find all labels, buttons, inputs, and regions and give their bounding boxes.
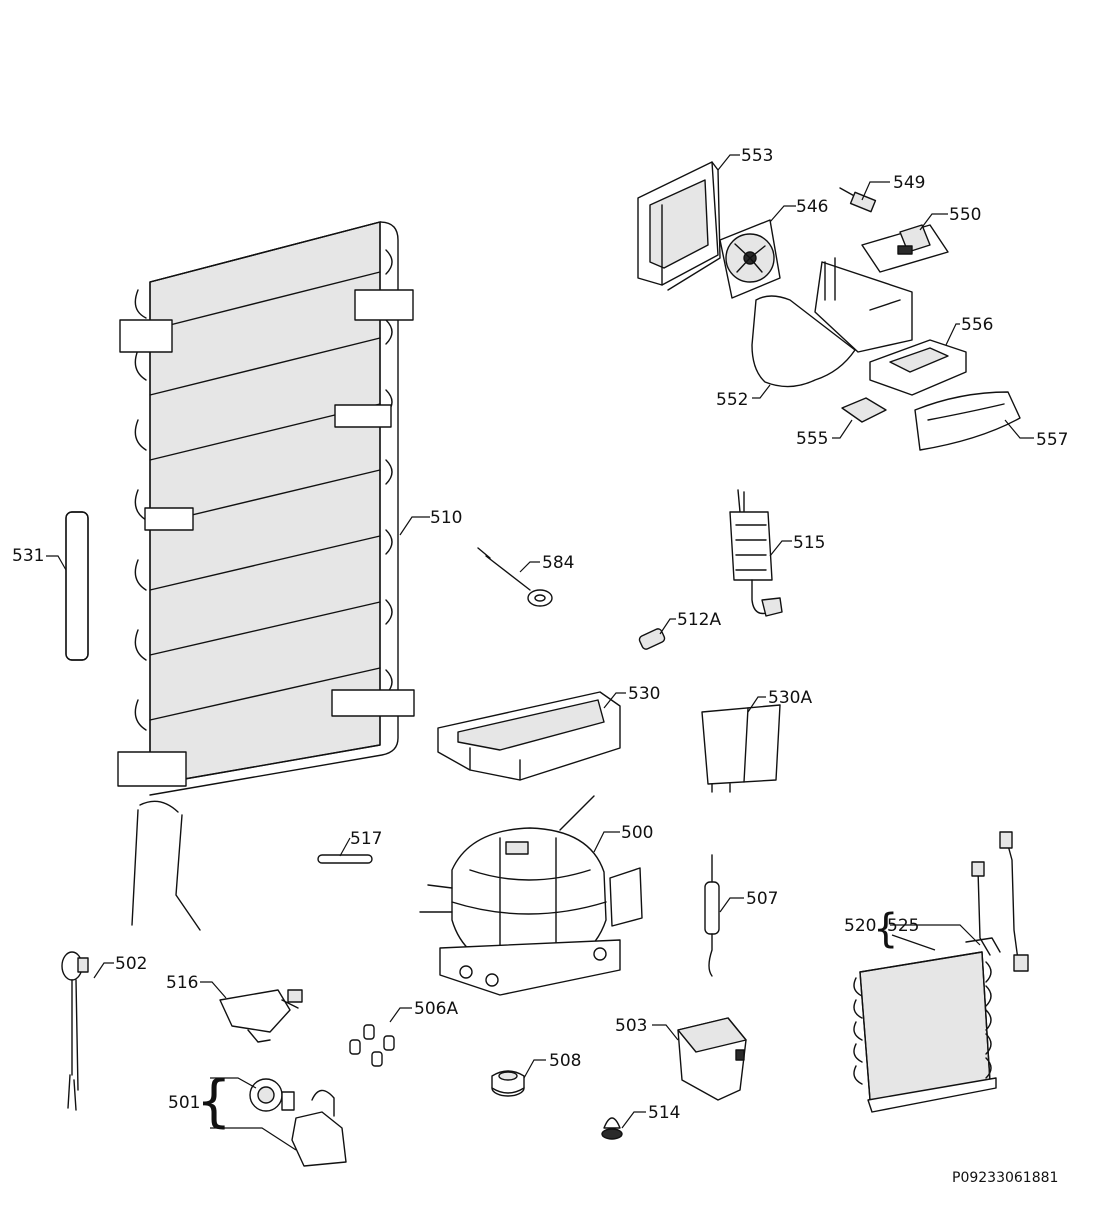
bushings-506a (349, 1024, 395, 1067)
filter-pad-555 (841, 397, 887, 423)
bracket-516 (219, 989, 303, 1043)
document-id: P09233061881 (952, 1170, 1058, 1186)
label-516: 516 (166, 973, 198, 993)
tray-530a (701, 704, 781, 793)
starter-relay-501 (249, 1078, 347, 1167)
label-530a: 530A (768, 688, 812, 708)
compressor-500 (419, 795, 643, 996)
label-508: 508 (549, 1051, 581, 1071)
label-502: 502 (115, 954, 147, 974)
brace-501: { (196, 1069, 232, 1134)
leader-lines (46, 154, 1034, 1151)
label-501: 501 (168, 1093, 200, 1113)
wiring-harness-525 (965, 831, 1029, 972)
fan-546 (719, 219, 781, 299)
condenser-510 (117, 221, 415, 931)
tube-spring-531 (65, 511, 89, 661)
label-525: 525 (887, 916, 919, 936)
label-557: 557 (1036, 430, 1068, 450)
relay-cover-503 (677, 1017, 747, 1101)
foot-514 (601, 1117, 623, 1140)
label-531: 531 (12, 546, 44, 566)
tool-584 (477, 547, 553, 607)
brace-520: { (873, 906, 898, 952)
label-510: 510 (430, 508, 462, 528)
label-546: 546 (796, 197, 828, 217)
tray-556 (869, 339, 967, 396)
label-500: 500 (621, 823, 653, 843)
label-520: 520 (844, 916, 876, 936)
label-512a: 512A (677, 610, 721, 630)
grommet-508 (491, 1070, 525, 1097)
sensor-549 (839, 187, 877, 213)
damper-550 (861, 224, 949, 273)
label-556: 556 (961, 315, 993, 335)
label-553: 553 (741, 146, 773, 166)
label-552: 552 (716, 390, 748, 410)
label-507: 507 (746, 889, 778, 909)
heater-515 (729, 489, 783, 617)
label-506a: 506A (414, 999, 458, 1019)
label-549: 549 (893, 173, 925, 193)
label-550: 550 (949, 205, 981, 225)
thermostat-502 (61, 951, 89, 1111)
label-517: 517 (350, 829, 382, 849)
cover-553 (637, 161, 721, 291)
label-515: 515 (793, 533, 825, 553)
evaporator-520 (853, 951, 997, 1113)
label-514: 514 (648, 1103, 680, 1123)
air-duct-552 (751, 257, 913, 388)
connector-512a (638, 628, 666, 650)
drip-tray-530 (437, 691, 621, 781)
tube-517 (317, 854, 373, 864)
label-530: 530 (628, 684, 660, 704)
cover-557 (914, 391, 1021, 451)
label-503: 503 (615, 1016, 647, 1036)
label-584: 584 (542, 553, 574, 573)
part-labels: 553 549 546 550 556 552 555 557 510 531 … (12, 146, 1068, 1134)
label-555: 555 (796, 429, 828, 449)
drier-filter-507 (704, 854, 720, 977)
